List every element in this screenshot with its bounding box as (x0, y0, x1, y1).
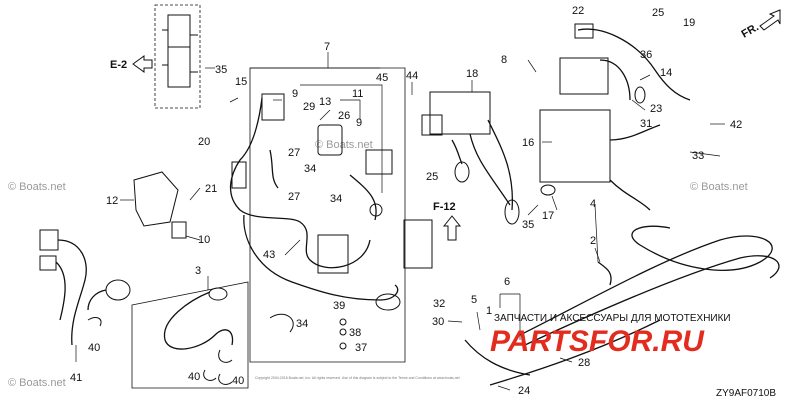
callout-21: 21 (205, 183, 217, 195)
callout-18: 18 (466, 68, 478, 80)
callout-26: 26 (338, 110, 350, 122)
callout-3: 3 (195, 265, 201, 277)
callout-20: 20 (198, 136, 210, 148)
rectifier-part (162, 14, 198, 88)
callout-22: 22 (572, 5, 584, 17)
watermark-right: © Boats.net (690, 181, 748, 193)
callout-35-mid: 35 (522, 219, 534, 231)
callout-5: 5 (471, 294, 477, 306)
callout-27-top: 27 (288, 147, 300, 159)
leader-lines (75, 59, 725, 391)
callout-25-mid: 25 (426, 171, 438, 183)
callout-45: 45 (376, 72, 388, 84)
callout-9-mid: 9 (356, 117, 362, 129)
front-label: FR. (740, 21, 761, 40)
callout-24: 28 (578, 357, 590, 369)
callout-19: 19 (683, 17, 695, 29)
cable-group-box (131, 281, 249, 389)
callout-38: 38 (349, 327, 361, 339)
callout-15: 15 (235, 76, 247, 88)
callout-36: 36 (640, 49, 652, 61)
copyright-line: Copyright 2004-2016 Boats.net, Inc. All … (255, 376, 460, 380)
overlay-ru-caption: ЗАПЧАСТИ И АКСЕССУАРЫ ДЛЯ МОТОТЕХНИКИ (494, 313, 731, 324)
e2-label: E-2 (110, 59, 127, 71)
partsfor-overlay: ЗАПЧАСТИ И АКСЕССУАРЫ ДЛЯ МОТОТЕХНИКИ PA… (490, 313, 731, 358)
f12-label: F-12 (433, 201, 456, 213)
callout-23: 23 (650, 103, 662, 115)
callout-27-bottom: 27 (288, 191, 300, 203)
remote-cable-part (163, 287, 234, 385)
callout-37: 37 (355, 342, 367, 354)
callout-10: 10 (198, 234, 210, 246)
callout-2: 2 (590, 235, 596, 247)
callout-28: 24 (518, 385, 530, 397)
callout-29: 29 (303, 101, 315, 113)
ignition-coil-part (421, 91, 520, 225)
small-hardware-stack (269, 313, 347, 350)
callout-42: 42 (730, 119, 742, 131)
trim-switch-harness (39, 229, 131, 346)
callout-40-left: 40 (88, 342, 100, 354)
callout-16: 16 (522, 137, 534, 149)
callout-25-top: 25 (652, 7, 664, 19)
callout-39: 39 (333, 300, 345, 312)
left-bracket-part (133, 171, 187, 239)
callout-14: 14 (660, 67, 672, 79)
callout-43: 43 (263, 249, 275, 261)
f12-reference: F-12 (433, 201, 462, 241)
callout-34-bottom: 34 (296, 318, 308, 330)
callout-11: 11 (352, 88, 363, 100)
callout-30: 30 (432, 316, 444, 328)
callout-7: 7 (324, 41, 330, 53)
callout-6: 6 (504, 276, 510, 288)
diagram-code: ZY9AF0710B (716, 388, 776, 399)
callout-13: 13 (319, 96, 331, 108)
callout-12: 12 (106, 195, 118, 207)
e2-reference: E-2 (110, 55, 153, 73)
callout-4: 4 (590, 198, 596, 210)
callout-8: 8 (501, 54, 507, 66)
callout-33: 33 (692, 150, 704, 162)
control-unit-part (539, 23, 691, 211)
callout-31: 31 (640, 118, 652, 130)
callout-41: 41 (70, 372, 82, 384)
watermark-bottom-left: © Boats.net (8, 377, 66, 389)
wire-harness (229, 93, 433, 311)
battery-cables (464, 225, 780, 386)
watermark-center: © Boats.net (315, 139, 373, 151)
callout-17: 17 (542, 210, 554, 222)
callout-40-bottom: 40 (188, 371, 200, 383)
callout-labels: 22 25 19 36 14 8 18 7 44 45 35 15 9 29 1… (70, 5, 742, 397)
callout-32: 32 (433, 298, 445, 310)
callout-34-top: 34 (304, 163, 316, 175)
callout-35-left: 35 (215, 64, 227, 76)
callout-44: 44 (406, 70, 418, 82)
callout-34-mid: 34 (330, 193, 342, 205)
front-arrow: FR. (740, 9, 781, 41)
callout-9-top: 9 (292, 88, 298, 100)
watermark-left: © Boats.net (8, 181, 66, 193)
overlay-brand: PARTSFOR.RU (490, 325, 705, 358)
callout-1: 1 (486, 305, 492, 317)
callout-40-right: 40 (232, 375, 244, 387)
dashed-group-box (154, 4, 201, 109)
